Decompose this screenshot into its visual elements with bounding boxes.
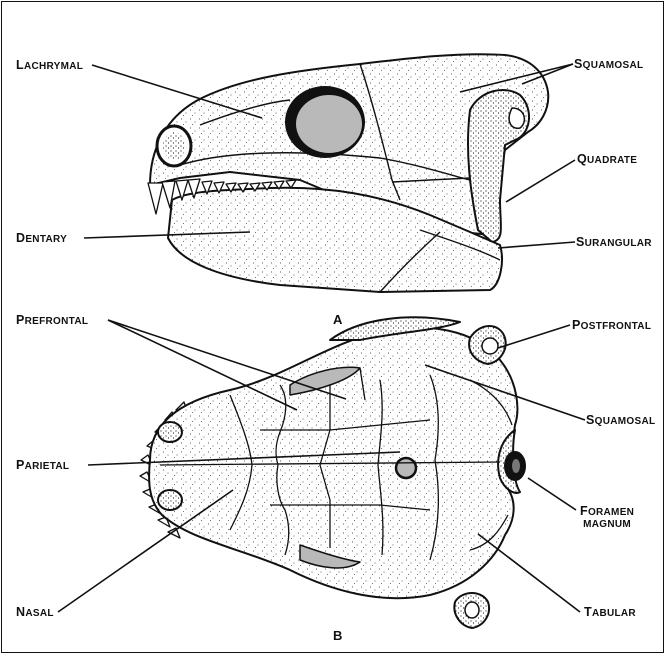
label-quadrate: Quadrate xyxy=(577,153,637,167)
label-surangular: Surangular xyxy=(576,236,652,250)
label-postfrontal: Postfrontal xyxy=(572,319,651,333)
panel-label-b: B xyxy=(333,628,342,643)
label-squamosal-a: Squamosal xyxy=(574,58,643,72)
label-dentary: Dentary xyxy=(16,232,67,246)
label-lachrymal: Lachrymal xyxy=(16,59,83,73)
label-squamosal-b: Squamosal xyxy=(586,414,655,428)
label-nasal: Nasal xyxy=(16,606,54,620)
label-tabular: Tabular xyxy=(584,606,636,620)
label-prefrontal: Prefrontal xyxy=(16,314,88,328)
skull-b-pineal-foramen xyxy=(396,458,416,478)
label-foramen-magnum: Foramen Magnum xyxy=(580,505,634,531)
skull-a xyxy=(148,54,548,292)
label-parietal: Parietal xyxy=(16,459,69,473)
panel-label-a: A xyxy=(333,312,342,327)
skull-b-nostril-upper xyxy=(158,422,182,442)
skull-b xyxy=(140,317,525,628)
skull-b-nostril-lower xyxy=(158,490,182,510)
